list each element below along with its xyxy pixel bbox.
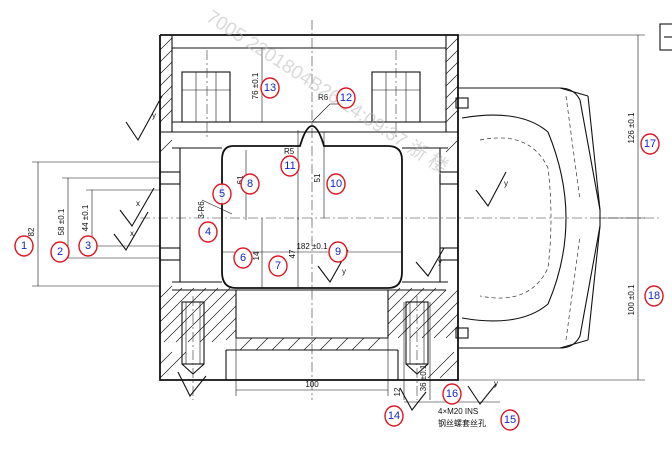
roughness-labels: y x x y y y y [130,111,508,388]
callout-badge-11: 11 [280,155,300,177]
callout-badge-3: 3 [78,235,98,257]
dim-r5: R5 [284,147,295,156]
roughness-label-y: y [438,257,442,266]
callout-badge-number: 16 [446,388,458,400]
dim-14: 14 [252,251,261,260]
dim-82: 82 [27,227,36,236]
dim-51: 51 [313,173,322,182]
callout-badge-number: 14 [388,410,400,422]
callout-badge-9: 9 [328,241,348,263]
callout-badge-10: 10 [326,173,346,195]
callout-badge-number: 11 [284,160,295,172]
callout-badge-ring [268,255,288,277]
callout-badge-18: 18 [644,285,664,307]
callout-badge-ring [198,221,218,243]
callout-badge-ring [328,241,348,263]
dim-182: 182 ±0.1 [296,242,328,251]
dim-3r6: 3-R6 [197,201,206,219]
callout-badge-number: 5 [219,188,225,200]
callout-badge-number: 18 [648,290,660,302]
callout-badge-number: 7 [275,260,281,272]
callout-badge-17: 17 [640,133,660,155]
callout-badge-number: 2 [57,246,63,258]
callout-badge-ring [640,133,660,155]
callout-badge-ring [50,241,70,263]
callout-badge-ring [644,285,664,307]
watermark: 7005 2201804B26 14:09:37 浙 楼 [202,6,451,179]
callout-badge-number: 4 [205,226,211,238]
roughness-label-x: x [136,199,140,208]
callout-badge-14: 14 [384,405,404,427]
callout-badge-ring [14,235,34,257]
roughness-symbols [113,95,507,412]
roughness-label-y: y [342,267,346,276]
roughness-label-y: y [152,111,156,120]
callout-badge-number: 1 [21,240,27,252]
dim-100-horizontal: 100 [305,380,319,389]
callout-badge-ring [326,173,346,195]
dim-76: 76 ±0.1 [251,72,260,99]
roughness-label-y: y [494,379,498,388]
callout-badge-ring [442,383,462,405]
callout-badge-number: 6 [240,252,246,264]
dim-126: 126 ±0.1 [627,112,636,144]
dim-100-vertical: 100 ±0.1 [627,284,636,316]
callout-badge-16: 16 [442,383,462,405]
dim-36: 36 ±0.1 [419,364,428,391]
callout-badge-12: 12 [336,87,356,109]
title-block-corner [659,23,672,51]
callout-badge-number: 9 [335,246,341,258]
callout-badge-ring [280,155,300,177]
dim-47: 47 [288,249,297,258]
callout-badge-5: 5 [212,183,232,205]
callout-badge-7: 7 [268,255,288,277]
callout-badge-number: 12 [340,92,352,104]
dimension-texts: 82 58 ±0.1 44 ±0.1 76 ±0.1 R6 R5 61 51 3… [27,72,636,428]
thread-note: 钢丝螺套丝孔 [438,418,486,428]
callout-badge-ring [233,247,253,269]
dim-61: 61 [236,175,245,184]
callout-badge-number: 13 [264,82,276,94]
section-hatching [159,37,459,379]
callout-badge-6: 6 [233,247,253,269]
callout-badge-1: 1 [14,235,34,257]
callout-badge-number: 8 [247,178,253,190]
callout-badge-ring [240,173,260,195]
callout-badge-ring [78,235,98,257]
callout-badge-ring [212,183,232,205]
roughness-label-x: x [130,229,134,238]
callout-badge-15: 15 [500,409,520,431]
callout-badge-ring [260,77,280,99]
callout-badge-4: 4 [198,221,218,243]
callout-badge-number: 3 [85,240,91,252]
bottom-threaded-holes [181,296,429,400]
callout-badge-number: 15 [504,414,516,426]
callout-badge-8: 8 [240,173,260,195]
thread-callout: 4×M20 INS [438,407,478,416]
callout-badge-number: 17 [644,138,656,150]
dim-r6: R6 [318,93,329,102]
callout-badge-ring [384,405,404,427]
centerlines [140,20,660,400]
callout-badge-ring [336,87,356,109]
callout-badge-ring [500,409,520,431]
roughness-label-y: y [504,179,508,188]
dim-12: 12 [393,387,402,396]
dim-58: 58 ±0.1 [57,208,66,235]
callout-badge-13: 13 [260,77,280,99]
callout-badge-number: 10 [330,178,342,190]
dim-44: 44 ±0.1 [81,204,90,231]
callout-badge-2: 2 [50,241,70,263]
